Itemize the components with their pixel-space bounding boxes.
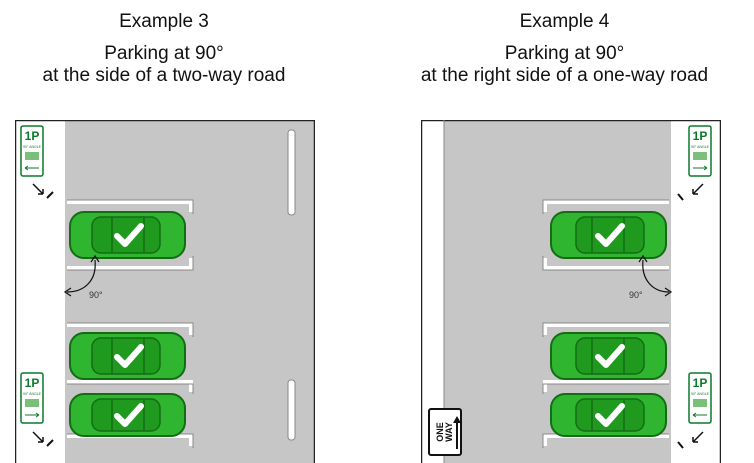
arrow-left-icon: [24, 165, 29, 171]
arrow-up-icon: [90, 254, 100, 263]
sign-post-icon: [46, 439, 54, 447]
sign-direction-arrow-icon: [32, 183, 44, 195]
checkmark-icon: [114, 223, 144, 247]
example-4-heading: Example 4 Parking at 90° at the right si…: [375, 11, 754, 87]
parked-car: [69, 393, 186, 437]
parking-sign: 1P 90° ANGLE: [20, 125, 44, 177]
example-4-caption-line2: at the right side of a one-way road: [420, 65, 709, 86]
arrow-right-icon: [664, 287, 673, 297]
parked-car: [69, 211, 186, 259]
parking-sign: 1P 90° ANGLE: [20, 372, 44, 424]
sign-direction-arrow-icon: [692, 183, 704, 195]
sign-post-icon: [677, 193, 684, 201]
parking-sign: 1P 90° ANGLE: [688, 372, 712, 424]
sign-direction-arrow-icon: [692, 431, 704, 443]
checkmark-icon: [595, 223, 625, 247]
example-3: Example 3 Parking at 90° at the side of …: [0, 0, 328, 463]
example-4: Example 4 Parking at 90° at the right si…: [375, 0, 754, 463]
arrow-up-icon: [638, 254, 648, 263]
sign-text: 1P: [693, 129, 708, 143]
one-way-text-2: WAY: [444, 422, 454, 442]
angle-arc: [642, 259, 670, 293]
one-way-text-1: ONE: [435, 422, 445, 442]
sign-text: 1P: [25, 376, 40, 390]
angle-arc: [66, 259, 96, 293]
angle-label: 90°: [629, 290, 643, 300]
parked-car: [550, 211, 667, 259]
sign-subtext: 90° ANGLE: [691, 145, 710, 149]
parked-car: [550, 393, 667, 437]
arrow-right-icon: [703, 165, 708, 171]
example-3-title: Example 3: [119, 11, 209, 32]
sign-post-icon: [46, 191, 54, 199]
sign-subtext: 90° ANGLE: [23, 392, 42, 396]
sign-text: 1P: [25, 129, 40, 143]
parking-sign: 1P 90° ANGLE: [688, 125, 712, 177]
example-3-heading: Example 3 Parking at 90° at the side of …: [0, 11, 328, 87]
arrow-left-icon: [692, 412, 697, 418]
parked-car: [69, 332, 186, 380]
example-4-title: Example 4: [519, 11, 610, 32]
centre-line-dash: [287, 129, 296, 216]
example-3-diagram: 90° 1P 90° ANGLE 1P 90° ANGLE: [15, 120, 315, 463]
sign-subtext: 90° ANGLE: [691, 392, 710, 396]
checkmark-icon: [595, 344, 625, 368]
example-4-diagram: 90° 1P 90° ANGLE 1P 90° ANGLE ONE WAY: [421, 120, 721, 463]
sign-text: 1P: [693, 376, 708, 390]
example-3-caption-line2: at the side of a two-way road: [42, 65, 286, 86]
checkmark-icon: [114, 344, 144, 368]
checkmark-icon: [595, 403, 625, 427]
centre-line-dash: [287, 379, 296, 441]
checkmark-icon: [114, 403, 144, 427]
arrow-right-icon: [35, 412, 40, 418]
example-4-caption-line1: Parking at 90°: [504, 43, 625, 64]
example-3-caption-line1: Parking at 90°: [104, 43, 224, 64]
sign-direction-arrow-icon: [32, 431, 44, 443]
arrow-left-icon: [63, 287, 72, 297]
one-way-sign: ONE WAY: [428, 408, 462, 456]
parked-car: [550, 332, 667, 380]
sign-subtext: 90° ANGLE: [23, 145, 42, 149]
angle-label: 90°: [89, 290, 103, 300]
sign-post-icon: [677, 441, 684, 449]
